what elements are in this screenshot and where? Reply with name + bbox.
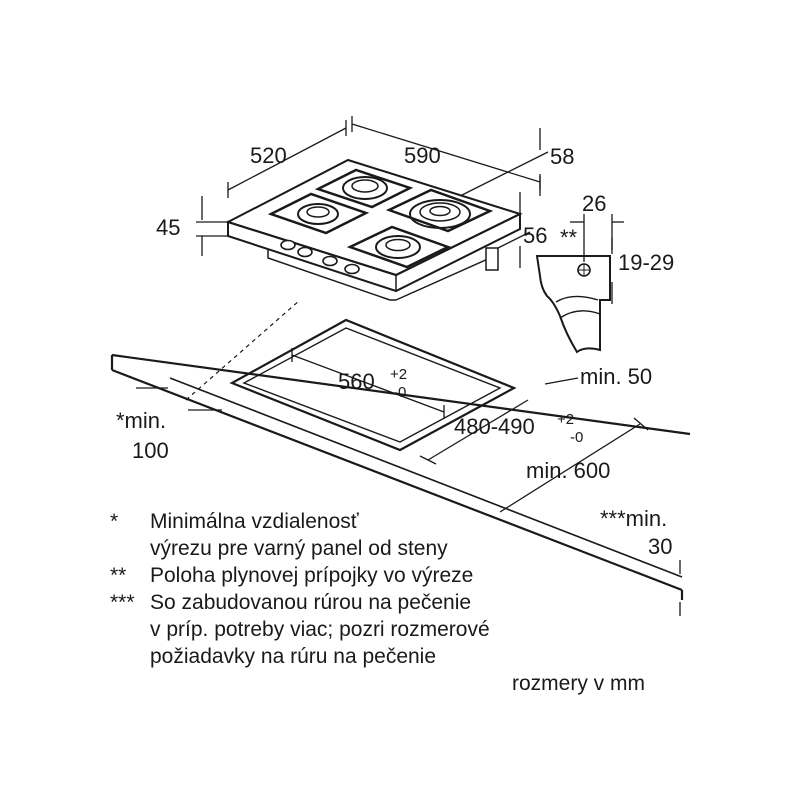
dim-min-30-label: ***min. <box>600 506 667 531</box>
footnotes: * Minimálna vzdialenosť výrezu pre varný… <box>110 510 645 695</box>
dim-worktop-thickness: 19-29 <box>618 250 674 275</box>
note-2-line-1: Poloha plynovej prípojky vo výreze <box>150 564 473 587</box>
note-1-line-2: výrezu pre varný panel od steny <box>150 537 448 560</box>
hob-dimension-lines <box>196 116 549 268</box>
dim-cutout-width: 560 <box>338 369 375 394</box>
worktop-section-detail <box>535 255 611 354</box>
grate-front-left <box>267 192 370 235</box>
dim-hob-total-height: 58 <box>550 144 574 169</box>
dim-gas-marker: ** <box>560 225 578 250</box>
units-note: rozmery v mm <box>512 672 645 695</box>
grate-back-left <box>314 168 414 209</box>
dim-hob-connector: 56 <box>523 223 547 248</box>
section-dimension-lines <box>570 214 624 304</box>
dim-hob-height: 45 <box>156 215 180 240</box>
worktop <box>110 353 691 600</box>
worktop-cutout <box>229 318 517 452</box>
cutout-dimension-lines <box>136 348 681 616</box>
note-3-line-3: požiadavky na rúru na pečenie <box>150 645 436 668</box>
dim-min-600: min. 600 <box>526 458 610 483</box>
hob-drawing <box>225 158 523 301</box>
wall-reference-line <box>185 299 301 401</box>
hob-glass-edge <box>227 212 521 293</box>
dim-hob-width: 590 <box>404 143 441 168</box>
gas-connector <box>485 247 499 271</box>
burner-front-left <box>297 203 339 225</box>
note-3-line-1: So zabudovanou rúrou na pečenie <box>150 591 471 614</box>
burner-back-right-wok <box>409 199 471 229</box>
dim-cutout-depth: 480-490 <box>454 414 535 439</box>
grate-back-right <box>385 188 494 233</box>
dim-min-100-label: *min. <box>116 408 166 433</box>
note-3-line-2: v príp. potreby viac; pozri rozmerové <box>150 618 490 641</box>
dim-cutout-depth-tol-upper: +2 <box>557 411 574 428</box>
dim-min-100-value: 100 <box>132 438 169 463</box>
dim-gas-offset: 26 <box>582 191 606 216</box>
note-3-mark: *** <box>110 591 135 614</box>
dim-min-50: min. 50 <box>580 364 652 389</box>
note-1-line-1: Minimálna vzdialenosť <box>150 510 360 533</box>
dim-min-30-value: 30 <box>648 534 672 559</box>
control-knobs <box>280 239 360 275</box>
dim-hob-depth: 520 <box>250 143 287 168</box>
note-1-mark: * <box>110 510 118 533</box>
note-2-mark: ** <box>110 564 126 587</box>
worktop-profile <box>535 255 611 354</box>
dim-cutout-width-tol-upper: +2 <box>390 366 407 383</box>
burner-front-right <box>375 235 421 259</box>
dim-cutout-depth-tol-lower: -0 <box>570 429 583 446</box>
burner-back-left <box>342 176 388 200</box>
dim-cutout-width-tol-lower: -0 <box>393 384 406 401</box>
hob-body <box>267 250 396 301</box>
grate-front-right <box>346 225 452 269</box>
